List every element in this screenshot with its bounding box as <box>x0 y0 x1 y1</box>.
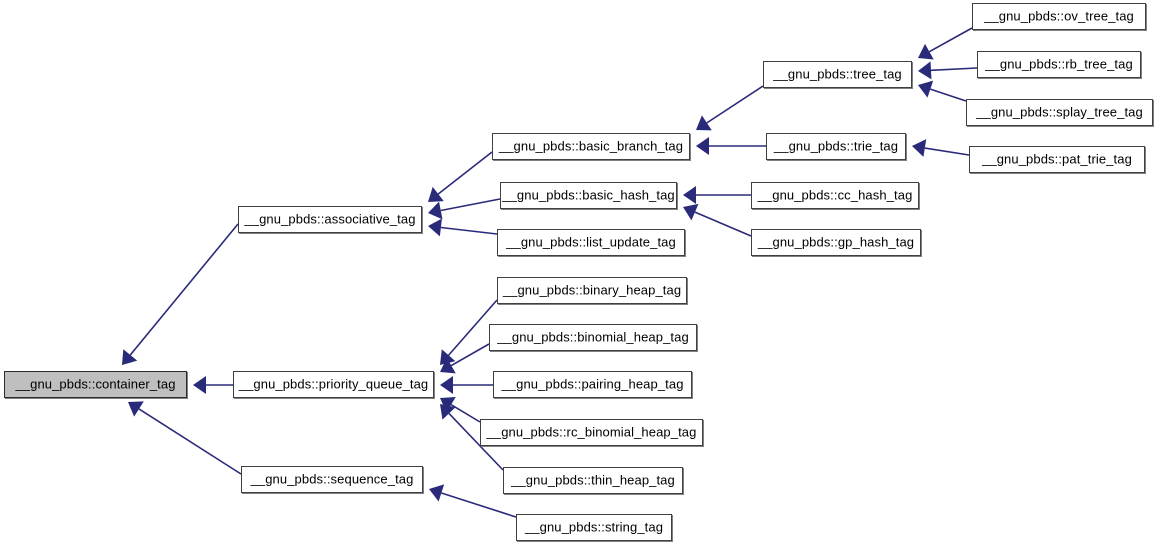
edge-tree_tag-to-basic_branch_tag <box>696 85 764 131</box>
edge-gp_hash_tag-to-basic_hash_tag <box>683 203 752 237</box>
node-cc_hash_tag[interactable]: __gnu_pbds::cc_hash_tag <box>751 182 919 209</box>
node-label: __gnu_pbds::container_tag <box>15 376 176 392</box>
edge-priority_queue_tag-to-container_tag <box>193 376 233 394</box>
edge-rc_binomial_heap_tag-to-priority_queue_tag <box>440 396 481 423</box>
node-rb_tree_tag[interactable]: __gnu_pbds::rb_tree_tag <box>977 51 1141 78</box>
node-label: __gnu_pbds::rc_binomial_heap_tag <box>486 424 697 440</box>
node-associative_tag[interactable]: __gnu_pbds::associative_tag <box>238 206 422 233</box>
node-ov_tree_tag[interactable]: __gnu_pbds::ov_tree_tag <box>972 3 1146 30</box>
node-label: __gnu_pbds::tree_tag <box>773 66 902 82</box>
node-label: __gnu_pbds::priority_queue_tag <box>238 376 429 392</box>
node-label: __gnu_pbds::sequence_tag <box>250 471 414 487</box>
edge-list_update_tag-to-associative_tag <box>428 218 498 237</box>
node-label: __gnu_pbds::string_tag <box>524 519 664 535</box>
node-rc_binomial_heap_tag[interactable]: __gnu_pbds::rc_binomial_heap_tag <box>480 419 703 446</box>
node-label: __gnu_pbds::ov_tree_tag <box>984 8 1134 24</box>
node-tree_tag[interactable]: __gnu_pbds::tree_tag <box>763 61 912 88</box>
node-binary_heap_tag[interactable]: __gnu_pbds::binary_heap_tag <box>497 277 687 304</box>
node-splay_tree_tag[interactable]: __gnu_pbds::splay_tree_tag <box>966 99 1153 126</box>
node-label: __gnu_pbds::binary_heap_tag <box>502 282 682 298</box>
node-trie_tag[interactable]: __gnu_pbds::trie_tag <box>766 133 906 160</box>
node-label: __gnu_pbds::splay_tree_tag <box>976 104 1143 120</box>
edge-basic_branch_tag-to-associative_tag <box>428 151 493 202</box>
node-label: __gnu_pbds::pat_trie_tag <box>982 151 1132 167</box>
node-label: __gnu_pbds::cc_hash_tag <box>757 187 913 203</box>
node-container_tag[interactable]: __gnu_pbds::container_tag <box>4 371 187 398</box>
node-label: __gnu_pbds::rb_tree_tag <box>985 56 1133 72</box>
node-basic_branch_tag[interactable]: __gnu_pbds::basic_branch_tag <box>492 133 690 160</box>
edge-rb_tree_tag-to-tree_tag <box>918 61 978 80</box>
node-thin_heap_tag[interactable]: __gnu_pbds::thin_heap_tag <box>503 467 683 494</box>
node-sequence_tag[interactable]: __gnu_pbds::sequence_tag <box>241 466 423 493</box>
node-label: __gnu_pbds::basic_branch_tag <box>498 138 684 154</box>
edge-splay_tree_tag-to-tree_tag <box>918 80 967 102</box>
node-label: __gnu_pbds::list_update_tag <box>506 234 676 250</box>
node-label: __gnu_pbds::gp_hash_tag <box>757 234 915 250</box>
node-string_tag[interactable]: __gnu_pbds::string_tag <box>516 514 672 541</box>
node-binomial_heap_tag[interactable]: __gnu_pbds::binomial_heap_tag <box>489 324 697 351</box>
node-label: __gnu_pbds::binomial_heap_tag <box>497 329 689 345</box>
node-label: __gnu_pbds::basic_hash_tag <box>502 187 675 203</box>
edge-basic_hash_tag-to-associative_tag <box>428 198 501 220</box>
node-priority_queue_tag[interactable]: __gnu_pbds::priority_queue_tag <box>233 371 434 398</box>
node-label: __gnu_pbds::thin_heap_tag <box>511 472 675 488</box>
node-label: __gnu_pbds::pairing_heap_tag <box>501 376 684 392</box>
node-gp_hash_tag[interactable]: __gnu_pbds::gp_hash_tag <box>751 229 921 256</box>
node-label: __gnu_pbds::associative_tag <box>244 211 416 227</box>
edge-associative_tag-to-container_tag <box>122 223 239 365</box>
edge-pat_trie_tag-to-trie_tag <box>912 139 970 157</box>
edge-sequence_tag-to-container_tag <box>128 401 242 475</box>
edge-pairing_heap_tag-to-priority_queue_tag <box>440 376 493 394</box>
node-pairing_heap_tag[interactable]: __gnu_pbds::pairing_heap_tag <box>493 371 692 398</box>
node-pat_trie_tag[interactable]: __gnu_pbds::pat_trie_tag <box>969 146 1145 173</box>
edge-cc_hash_tag-to-basic_hash_tag <box>683 186 751 204</box>
edge-trie_tag-to-basic_branch_tag <box>696 137 766 155</box>
node-label: __gnu_pbds::trie_tag <box>773 138 899 154</box>
edge-binomial_heap_tag-to-priority_queue_tag <box>440 343 490 374</box>
node-list_update_tag[interactable]: __gnu_pbds::list_update_tag <box>497 229 685 256</box>
node-basic_hash_tag[interactable]: __gnu_pbds::basic_hash_tag <box>500 182 677 209</box>
edge-ov_tree_tag-to-tree_tag <box>918 27 973 60</box>
